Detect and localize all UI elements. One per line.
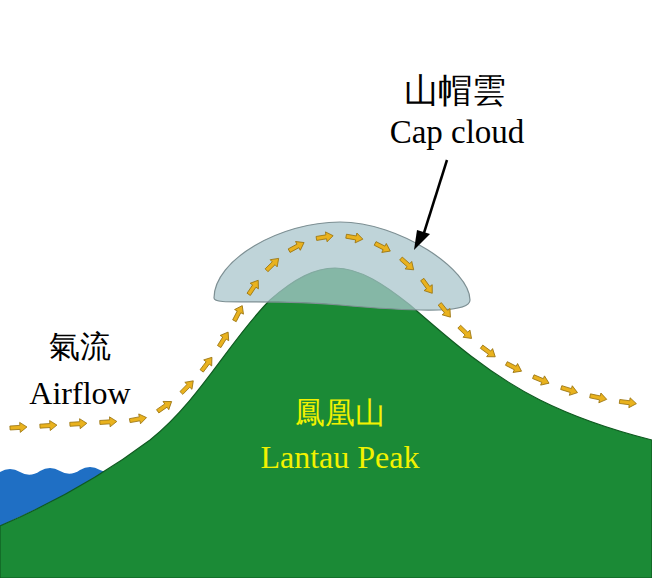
airflow-arrow xyxy=(560,383,579,398)
airflow-arrow xyxy=(398,255,417,274)
airflow-arrow-shape xyxy=(287,238,307,255)
airflow-arrow-shape xyxy=(230,303,247,323)
airflow-arrow xyxy=(316,231,334,244)
airflow-arrow xyxy=(245,277,263,297)
airflow-arrow xyxy=(373,239,393,256)
airflow-arrow-shape xyxy=(263,255,282,274)
airflow-arrow-shape xyxy=(504,359,524,376)
airflow-label-en: Airflow xyxy=(29,376,130,411)
airflow-arrow-shape xyxy=(215,329,232,349)
airflow-arrow-shape xyxy=(198,354,216,374)
mountain xyxy=(0,268,652,578)
airflow-arrow xyxy=(287,238,307,255)
airflow-arrow-shape xyxy=(418,277,436,297)
airflow-arrow-shape xyxy=(129,413,148,426)
airflow-arrow-shape xyxy=(245,277,263,297)
airflow-arrow-shape xyxy=(100,416,118,427)
airflow-arrow xyxy=(345,231,363,244)
airflow-arrow xyxy=(40,420,58,431)
airflow-arrow xyxy=(418,277,436,297)
airflow-arrow-shape xyxy=(178,377,197,396)
airflow-arrow-shape xyxy=(436,301,454,321)
airflow-arrow xyxy=(479,343,499,361)
cap-cloud-label-en: Cap cloud xyxy=(390,114,525,150)
airflow-arrow-shape xyxy=(398,255,417,274)
airflow-arrow-shape xyxy=(589,391,608,404)
airflow-path xyxy=(10,236,640,428)
airflow-arrow xyxy=(155,397,175,415)
airflow-arrow xyxy=(100,416,118,427)
peak-label-zh: 鳳凰山 xyxy=(295,396,385,429)
airflow-arrow xyxy=(129,413,148,426)
cap-cloud-label-zh: 山帽雲 xyxy=(404,72,506,109)
airflow-arrow-shape xyxy=(560,383,579,398)
airflow-arrow xyxy=(456,323,475,342)
airflow-arrow xyxy=(215,329,232,349)
airflow-arrow xyxy=(504,359,524,376)
airflow-arrow xyxy=(263,255,282,274)
airflow-arrow-shape xyxy=(10,422,28,433)
airflow-arrow xyxy=(70,418,88,429)
airflow-label-zh: 氣流 xyxy=(49,330,111,364)
airflow-arrow xyxy=(436,301,454,321)
airflow-arrow xyxy=(10,422,28,433)
airflow-arrow-shape xyxy=(316,231,334,244)
leader-line xyxy=(423,160,447,236)
airflow-arrow-shape xyxy=(456,323,475,342)
leader-arrowhead xyxy=(414,230,430,250)
airflow-arrows xyxy=(10,231,637,433)
airflow-arrow-shape xyxy=(619,397,637,409)
airflow-arrow xyxy=(531,372,551,388)
airflow-arrow xyxy=(589,391,608,404)
airflow-arrow-shape xyxy=(479,343,499,361)
cap-cloud xyxy=(214,222,470,310)
peak-label-en: Lantau Peak xyxy=(260,440,419,475)
airflow-arrow-shape xyxy=(155,397,175,415)
airflow-arrow xyxy=(198,354,216,374)
airflow-arrow-shape xyxy=(531,372,551,388)
airflow-arrow-shape xyxy=(373,239,393,256)
airflow-arrow-shape xyxy=(40,420,58,431)
airflow-arrow-shape xyxy=(345,231,363,244)
airflow-arrow xyxy=(230,303,247,323)
airflow-arrow-shape xyxy=(70,418,88,429)
airflow-arrow xyxy=(178,377,197,396)
airflow-arrow xyxy=(619,397,637,409)
